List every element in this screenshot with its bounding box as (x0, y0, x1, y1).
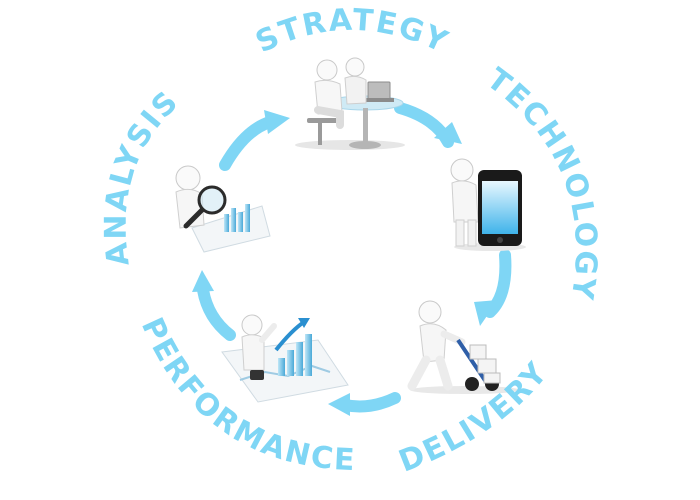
meeting-at-laptop-icon (295, 57, 405, 150)
stage-label-strategy: STRATEGY (250, 3, 454, 61)
hand-truck-boxes-icon (407, 300, 520, 394)
arrow-strategy-to-technology (394, 102, 462, 148)
arrow-analysis-to-strategy (219, 110, 290, 171)
arrow-technology-to-delivery (474, 249, 512, 326)
rising-bar-chart-icon (221, 314, 349, 403)
stage-label-analysis: ANALYSIS (99, 84, 186, 268)
arrow-performance-to-analysis (192, 270, 236, 341)
magnifying-glass-report-icon (175, 165, 271, 253)
smartphone-icon (450, 158, 526, 251)
arrow-delivery-to-performance (328, 392, 401, 416)
